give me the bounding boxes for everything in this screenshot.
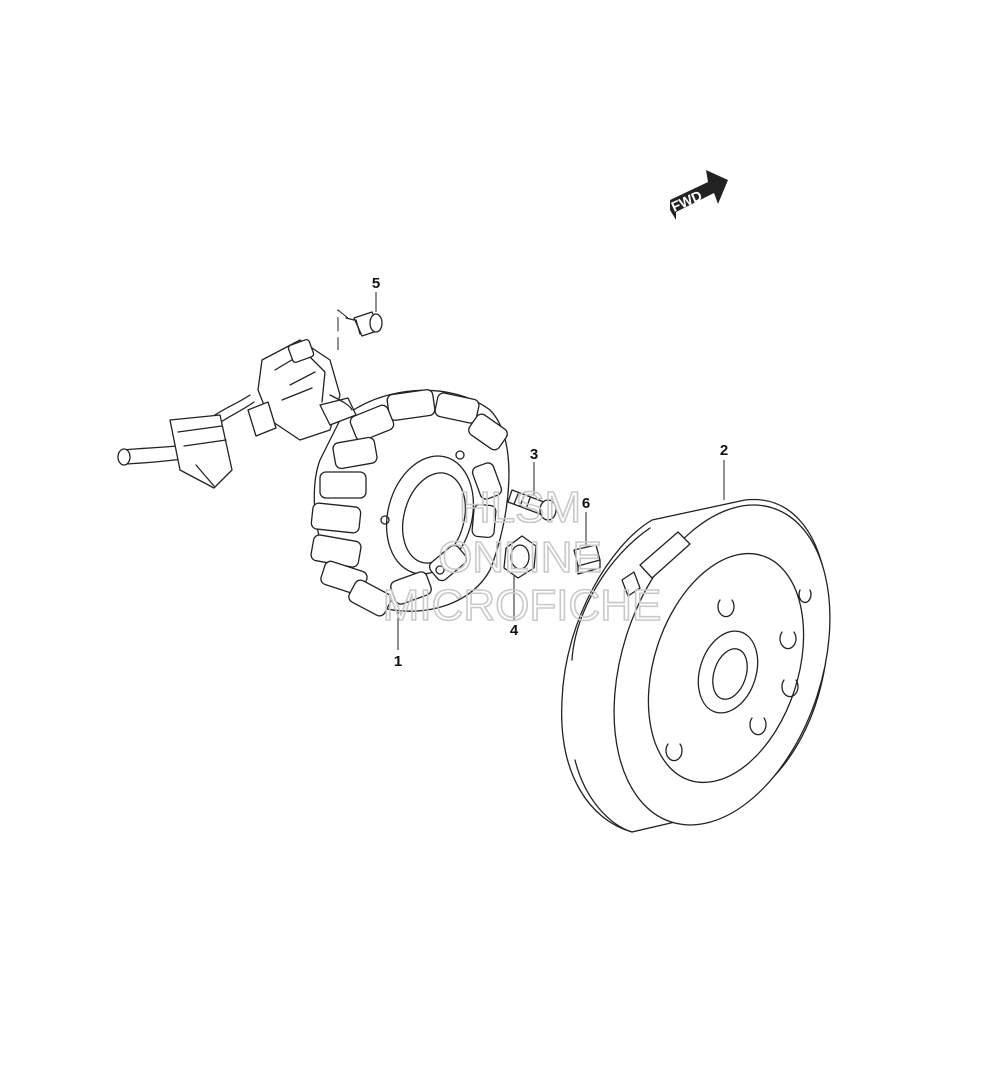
- callout-5[interactable]: 5: [372, 275, 380, 292]
- screw[interactable]: [345, 311, 383, 337]
- fwd-label: FWD: [669, 187, 705, 215]
- wire-harness[interactable]: [117, 338, 357, 489]
- callout-3[interactable]: 3: [530, 446, 538, 463]
- callout-2[interactable]: 2: [720, 442, 728, 459]
- flywheel-rotor[interactable]: [561, 477, 868, 853]
- bolt[interactable]: [507, 489, 557, 521]
- stator[interactable]: [310, 389, 510, 618]
- nut[interactable]: [503, 535, 537, 579]
- watermark-line3: MICROFICHE: [383, 581, 662, 630]
- callout-6[interactable]: 6: [582, 495, 590, 512]
- fwd-arrow-icon: FWD: [669, 170, 728, 220]
- leader-lines: [337, 292, 725, 650]
- watermark-line1: HLSM: [459, 483, 581, 532]
- watermark-line2: ONLINE: [438, 533, 602, 582]
- key[interactable]: [573, 544, 601, 575]
- watermark: HLSM ONLINE MICROFICHE: [382, 482, 662, 631]
- callout-1[interactable]: 1: [394, 653, 402, 670]
- callout-4[interactable]: 4: [510, 622, 519, 639]
